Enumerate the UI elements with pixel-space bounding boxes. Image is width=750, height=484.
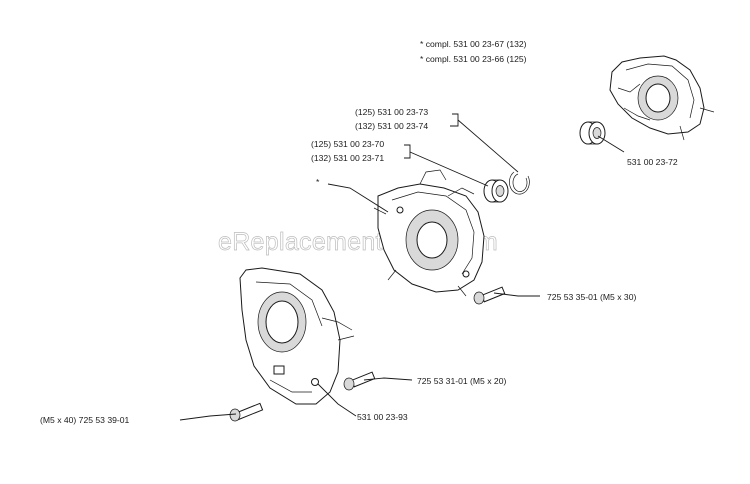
label-compl-125: * compl. 531 00 23-66 (125) — [420, 54, 527, 64]
label-bearing-132: (132) 531 00 23-71 — [311, 153, 384, 163]
label-screw-m5x40: (M5 x 40) 725 53 39-01 — [40, 415, 130, 425]
crankcase-half-right — [609, 55, 715, 141]
crankcase-half-center — [373, 169, 485, 297]
leader-bearing-center — [409, 151, 489, 187]
leader-asterisk — [327, 183, 389, 213]
label-ring-125: (125) 531 00 23-73 — [355, 107, 428, 117]
leader-m5x30 — [493, 292, 540, 297]
label-compl-132: * compl. 531 00 23-67 (132) — [420, 39, 527, 49]
label-bearing-125: (125) 531 00 23-70 — [311, 139, 384, 149]
bracket-ring — [450, 113, 459, 127]
starter-cover — [239, 267, 355, 405]
bracket-bearing — [404, 144, 411, 159]
label-screw-m5x20: 725 53 31-01 (M5 x 20) — [417, 376, 506, 386]
circlip — [509, 171, 530, 195]
leader-cover — [317, 383, 357, 417]
bearing-center — [483, 179, 509, 203]
leader-m5x20 — [363, 377, 413, 381]
label-cover: 531 00 23-93 — [357, 412, 408, 422]
screw-m5x40 — [229, 402, 264, 422]
label-asterisk: * — [316, 177, 320, 187]
bearing-right — [579, 121, 606, 145]
label-bearing-right: 531 00 23-72 — [627, 157, 678, 167]
screw-m5x20 — [343, 371, 376, 391]
label-ring-132: (132) 531 00 23-74 — [355, 121, 428, 131]
screw-m5x30 — [473, 286, 506, 305]
leader-circlip — [457, 119, 519, 173]
leader-m5x40 — [179, 413, 237, 421]
label-screw-m5x30: 725 53 35-01 (M5 x 30) — [547, 292, 636, 302]
leader-bearing-right — [597, 135, 625, 153]
